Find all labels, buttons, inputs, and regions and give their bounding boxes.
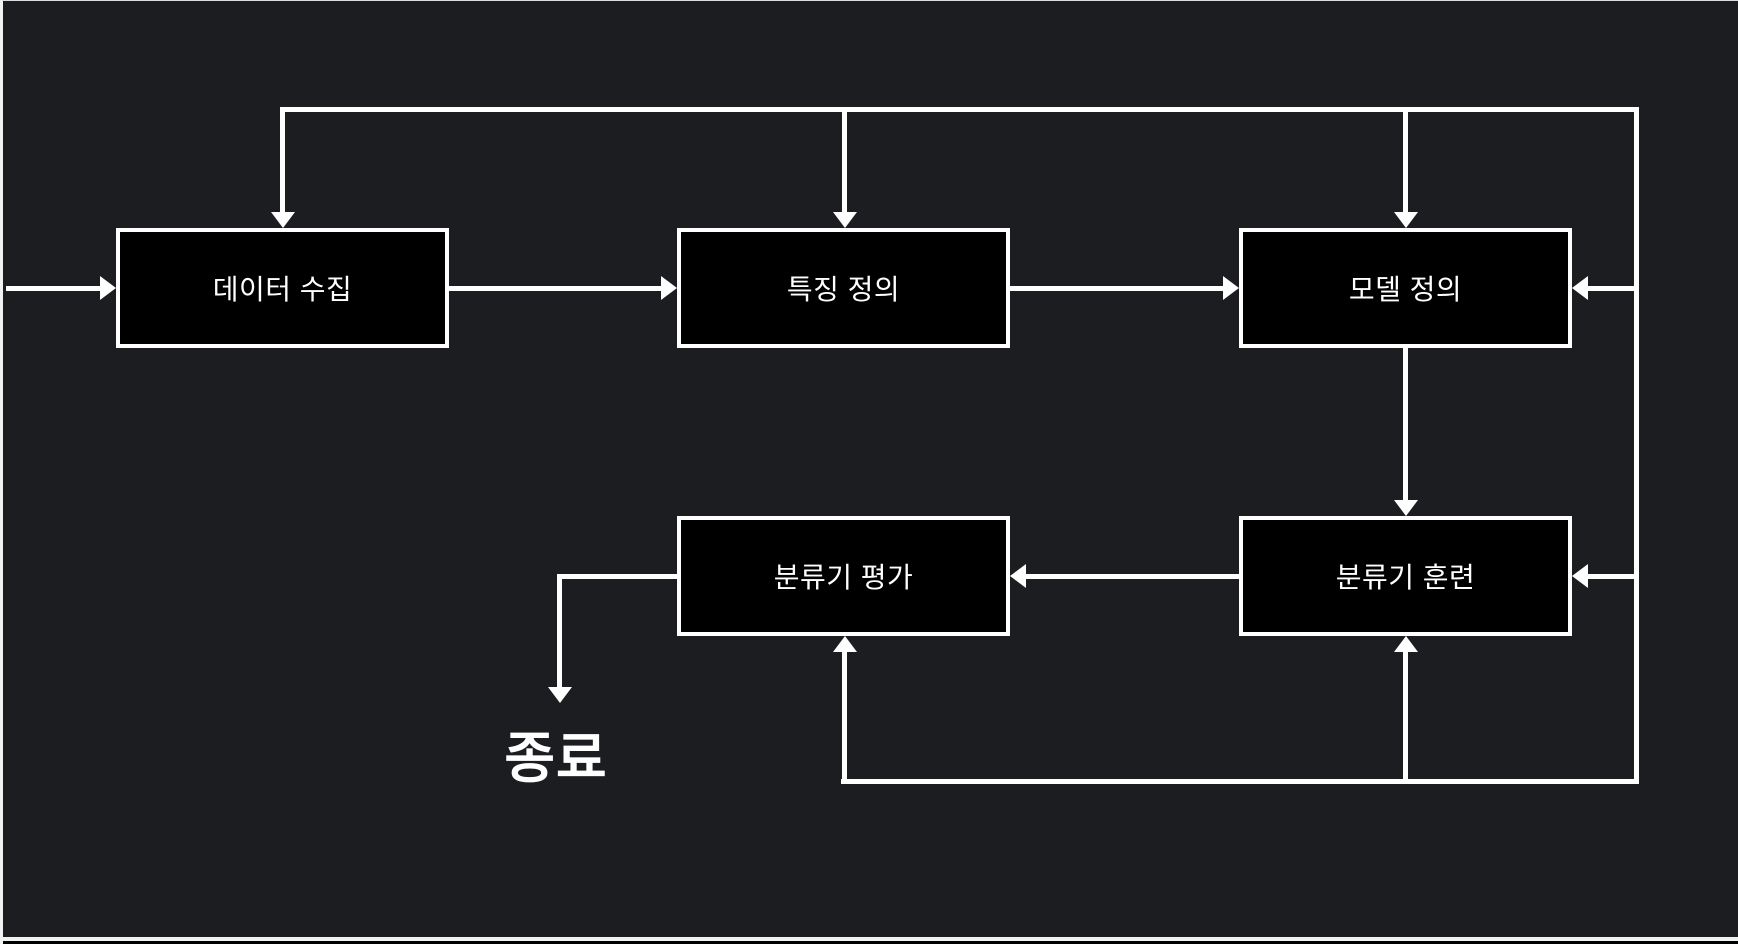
edge-bus-to-classifier-training-right-line xyxy=(1588,574,1634,579)
canvas-bottom-strip xyxy=(3,941,1738,944)
edge-classifier-evaluation-to-end-arrowhead-icon xyxy=(548,687,572,703)
edge-bus-to-model-definition-top-arrowhead-icon xyxy=(1394,212,1418,228)
feedback-bus-right-line xyxy=(1634,107,1639,784)
edge-bus-to-feature-definition-arrowhead-icon xyxy=(833,212,857,228)
node-feature-definition: 특징 정의 xyxy=(677,228,1010,348)
canvas-bottom-rule xyxy=(3,937,1738,941)
node-classifier-training: 분류기 훈련 xyxy=(1239,516,1572,636)
edge-bus-to-data-collection-arrowhead-icon xyxy=(271,212,295,228)
node-classifier-evaluation: 분류기 평가 xyxy=(677,516,1010,636)
edge-feature-definition-to-model-definition-arrowhead-icon xyxy=(1223,276,1239,300)
edge-bus-to-classifier-training-bottom-arrowhead-icon xyxy=(1394,636,1418,652)
edge-classifier-evaluation-to-end-hline xyxy=(557,574,677,579)
end-terminal-label: 종료 xyxy=(504,727,608,789)
edge-bus-to-classifier-evaluation-line xyxy=(842,650,847,779)
node-feature-definition-label: 특징 정의 xyxy=(786,274,901,305)
edge-bus-to-model-definition-right-line xyxy=(1588,286,1634,291)
edge-start-to-data-collection-line xyxy=(6,286,100,291)
edge-bus-to-classifier-evaluation-arrowhead-icon xyxy=(833,636,857,652)
feedback-bus-bottom-line xyxy=(841,779,1639,784)
edge-bus-to-classifier-training-bottom-line xyxy=(1403,650,1408,779)
node-data-collection-label: 데이터 수집 xyxy=(212,274,353,305)
edge-model-definition-to-classifier-training-line xyxy=(1403,348,1408,502)
node-data-collection: 데이터 수집 xyxy=(116,228,449,348)
edge-feature-definition-to-model-definition-line xyxy=(1010,286,1223,291)
edge-bus-to-data-collection-line xyxy=(280,107,285,214)
edge-classifier-evaluation-to-end-vline xyxy=(557,574,562,687)
edge-bus-to-classifier-training-right-arrowhead-icon xyxy=(1572,564,1588,588)
edge-bus-to-model-definition-right-arrowhead-icon xyxy=(1572,276,1588,300)
feedback-bus-top-line xyxy=(280,107,1639,112)
node-classifier-evaluation-label: 분류기 평가 xyxy=(773,562,914,593)
node-model-definition-label: 모델 정의 xyxy=(1348,274,1463,305)
edge-bus-to-model-definition-top-line xyxy=(1403,107,1408,214)
node-classifier-training-label: 분류기 훈련 xyxy=(1335,562,1476,593)
edge-start-to-data-collection-arrowhead-icon xyxy=(100,276,116,300)
edge-classifier-training-to-classifier-evaluation-arrowhead-icon xyxy=(1010,564,1026,588)
edge-classifier-training-to-classifier-evaluation-line xyxy=(1026,574,1240,579)
node-model-definition: 모델 정의 xyxy=(1239,228,1572,348)
edge-data-collection-to-feature-definition-arrowhead-icon xyxy=(661,276,677,300)
edge-data-collection-to-feature-definition-line xyxy=(449,286,661,291)
edge-model-definition-to-classifier-training-arrowhead-icon xyxy=(1394,500,1418,516)
edge-bus-to-feature-definition-line xyxy=(842,107,847,214)
